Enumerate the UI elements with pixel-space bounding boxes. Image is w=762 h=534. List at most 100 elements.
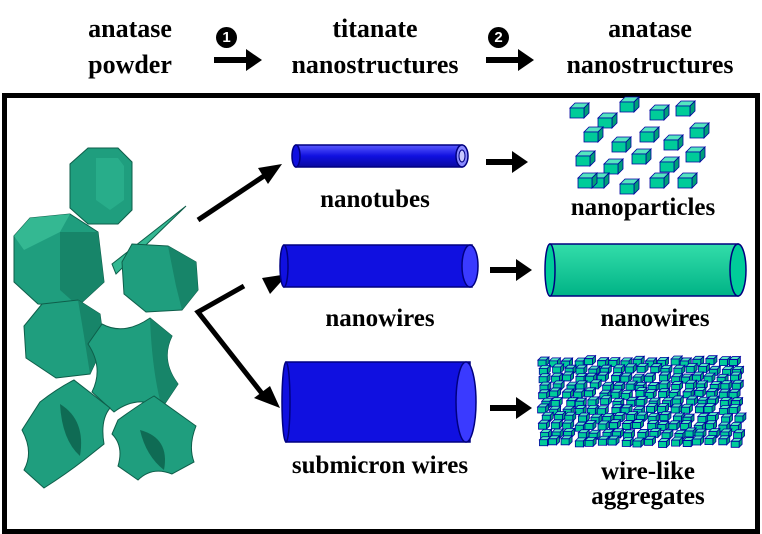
aggregate-cube xyxy=(608,418,622,430)
aggregate-cube xyxy=(536,356,550,368)
aggregate-cube xyxy=(658,379,672,391)
label-aggregates-line1: wire-like xyxy=(601,458,695,485)
aggregate-cube xyxy=(718,388,732,400)
aggregate-cube xyxy=(572,388,586,399)
nanoparticle-cube xyxy=(663,134,684,151)
aggregate-cube xyxy=(660,428,674,440)
anatase-nanowire-shape xyxy=(544,243,747,297)
aggregate-cube xyxy=(657,387,671,399)
aggregate-cube xyxy=(551,363,565,374)
nanoparticle-cube xyxy=(685,146,706,163)
aggregate-cube xyxy=(584,436,598,448)
nanoparticle-cube xyxy=(649,172,670,189)
aggregate-cube xyxy=(610,388,623,400)
aggregate-cube xyxy=(613,411,627,423)
aggregate-cube xyxy=(589,378,603,390)
aggregate-cube xyxy=(561,388,575,400)
aggregate-cube xyxy=(553,410,567,422)
aggregate-cube xyxy=(685,395,699,407)
aggregate-cube xyxy=(577,411,591,423)
aggregate-cube xyxy=(685,362,699,374)
aggregate-cube xyxy=(634,386,648,398)
titanate-nanowire-shape xyxy=(279,244,479,288)
aggregate-cube xyxy=(607,435,621,447)
aggregate-cube xyxy=(668,388,682,400)
aggregate-cube xyxy=(552,379,566,391)
aggregate-cube xyxy=(636,362,650,374)
aggregate-cube xyxy=(619,372,633,384)
aggregate-cube xyxy=(635,395,649,407)
header-stage1-line2: powder xyxy=(88,50,172,79)
nanoparticle-cube xyxy=(577,172,598,189)
aggregate-cube xyxy=(621,419,635,431)
label-submicron-wires: submicron wires xyxy=(291,452,469,479)
aggregate-cube xyxy=(728,355,742,367)
nanoparticle-cube xyxy=(675,100,696,117)
aggregate-cube xyxy=(670,402,684,414)
aggregate-cube xyxy=(574,436,588,448)
aggregate-cube xyxy=(550,396,564,408)
aggregate-cube xyxy=(631,418,645,430)
aggregate-cube xyxy=(703,402,717,414)
aggregate-cube xyxy=(645,402,659,414)
header-stage3-line1: anatase xyxy=(608,14,692,43)
branch-arrows xyxy=(194,173,266,398)
aggregate-cube xyxy=(728,403,742,415)
aggregate-cube xyxy=(670,436,684,448)
aggregate-cube xyxy=(597,420,611,431)
aggregate-cube xyxy=(584,419,597,431)
aggregate-cube xyxy=(671,394,685,406)
step-1-badge: 1 xyxy=(216,27,237,48)
aggregate-cube xyxy=(728,388,742,400)
nanoparticle-cube xyxy=(649,104,670,121)
aggregate-cube xyxy=(717,434,731,446)
aggregate-cube xyxy=(703,434,717,446)
aggregate-cube xyxy=(597,435,611,447)
aggregate-cube xyxy=(719,396,733,408)
aggregate-cube xyxy=(537,388,551,400)
step-2-badge: 2 xyxy=(488,27,509,48)
aggregate-cube xyxy=(625,410,639,422)
nanoparticle-cube xyxy=(619,96,640,113)
aggregate-cube xyxy=(697,362,711,374)
nanoparticle-cube xyxy=(659,156,680,173)
aggregate-cube xyxy=(706,411,720,423)
aggregate-cube xyxy=(537,419,551,431)
nanotube-shape xyxy=(291,144,469,168)
aggregate-cube xyxy=(658,410,672,422)
aggregate-cube xyxy=(561,370,575,382)
nanoparticle-cube xyxy=(603,158,624,175)
aggregate-cube xyxy=(536,402,550,414)
aggregate-cube xyxy=(670,355,684,366)
aggregate-cube xyxy=(538,372,552,384)
aggregate-cube xyxy=(703,372,716,384)
aggregate-cube xyxy=(548,386,562,398)
label-nanotubes: nanotubes xyxy=(320,186,430,213)
aggregate-cube xyxy=(720,413,734,424)
aggregate-cube xyxy=(647,381,661,393)
aggregate-cube xyxy=(680,403,694,415)
diagram-frame xyxy=(2,93,760,534)
nanoparticle-cube xyxy=(583,126,604,143)
aggregate-cube xyxy=(643,372,657,384)
step2-arrows xyxy=(486,151,532,419)
aggregate-cube xyxy=(561,419,575,431)
aggregate-cube xyxy=(657,437,671,449)
aggregate-cube xyxy=(732,428,746,440)
aggregate-cube xyxy=(718,355,732,367)
step-1-arrow xyxy=(214,49,262,71)
aggregate-cube xyxy=(704,419,718,431)
aggregate-cube xyxy=(574,364,588,376)
nanoparticle-cube xyxy=(569,102,590,119)
aggregate-cube xyxy=(691,371,705,383)
nanoparticles-cluster xyxy=(569,96,710,195)
aggregate-cube xyxy=(670,380,684,392)
aggregate-cube xyxy=(547,434,561,446)
aggregate-cube xyxy=(643,435,657,447)
header-stage2-line1: titanate xyxy=(332,14,418,43)
aggregate-cube xyxy=(538,364,552,376)
aggregate-cube xyxy=(693,386,707,398)
aggregate-cube xyxy=(729,371,743,383)
nanoparticle-cube xyxy=(677,172,698,189)
